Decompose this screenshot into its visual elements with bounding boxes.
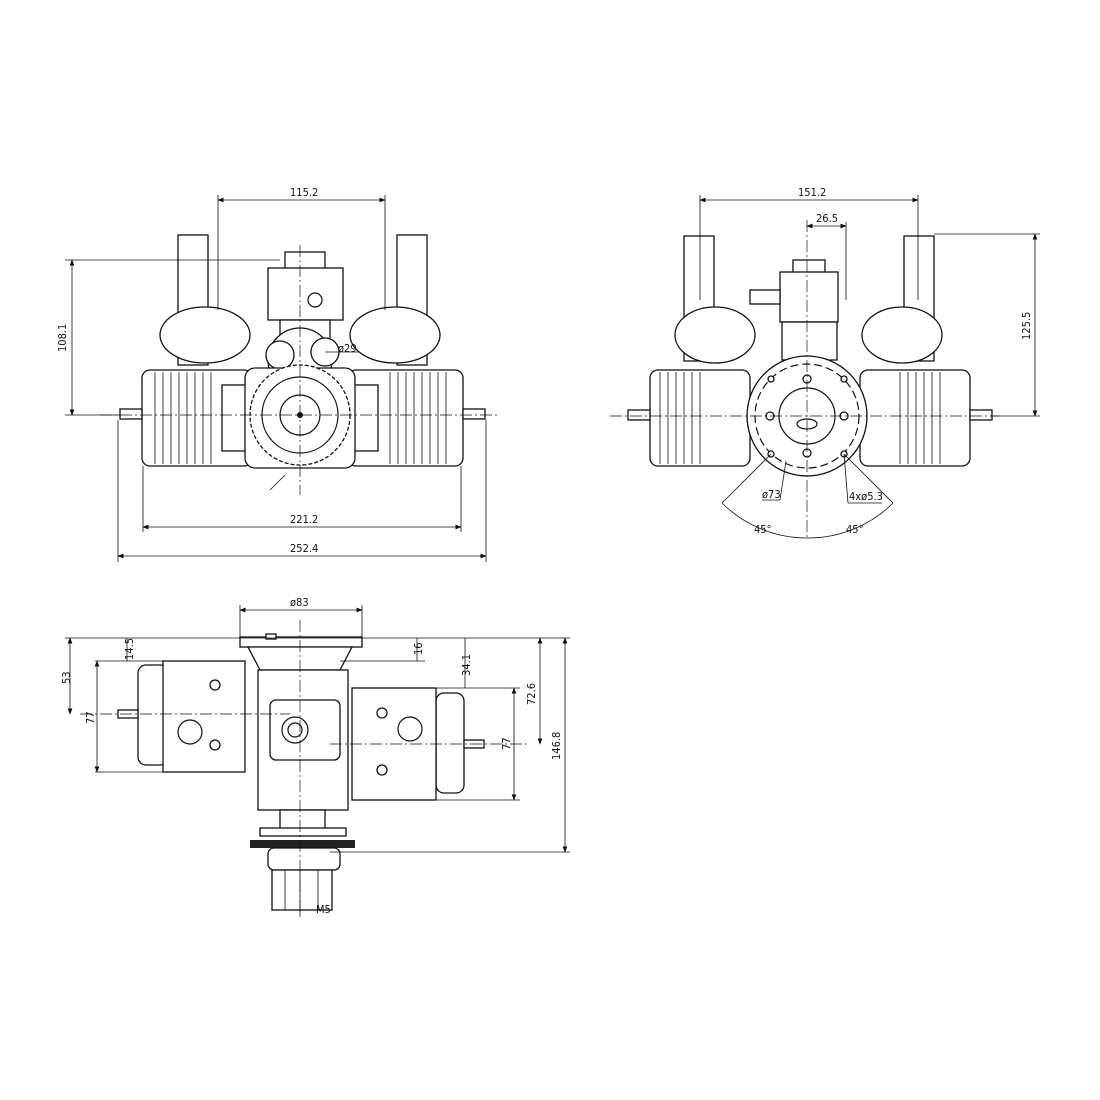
dim-label: 53 <box>60 671 73 684</box>
dim-exhaust-spacing-rear: 151.2 <box>699 186 919 300</box>
dim-gear-dia: ø29 <box>325 342 360 355</box>
dim-offset-b: 53 <box>60 637 73 715</box>
dim-carb-offset: 26.5 <box>806 212 847 300</box>
gear-train <box>244 327 356 469</box>
dim-overall-depth: 146.8 <box>330 637 570 853</box>
cylinder-right <box>347 369 486 467</box>
dim-label: 45° <box>754 523 772 536</box>
dim-label: 26.5 <box>816 212 838 225</box>
dim-label: 108.1 <box>56 324 69 352</box>
cylinder-right <box>859 369 993 467</box>
cylinder-left <box>119 369 253 467</box>
dim-label: 72.6 <box>525 683 538 705</box>
dim-label: 16 <box>412 642 425 655</box>
dim-offset-c: 16 <box>340 638 425 662</box>
carburettor <box>269 699 341 761</box>
carburettor <box>749 259 839 361</box>
dim-cyl-left: 77 <box>84 660 163 773</box>
dim-label: 252.4 <box>290 542 318 555</box>
dim-label: 45° <box>846 523 864 536</box>
dim-bolt-holes: 4xø5.3 <box>843 453 883 504</box>
dim-label: 221.2 <box>290 513 318 526</box>
dim-label: 34.1 <box>460 654 473 676</box>
dim-label: 125.5 <box>1020 312 1033 340</box>
dim-cyl-right: 77 <box>436 687 520 801</box>
dim-label: 14.5 <box>123 638 136 660</box>
cylinder-left <box>117 660 246 773</box>
dim-offset-a: 14.5 <box>95 638 163 662</box>
front-view: 115.2 108.1 ø29 221.2 252.4 <box>56 186 500 562</box>
gear-drive <box>250 827 355 915</box>
dim-label: ø83 <box>290 596 309 609</box>
dim-angles: 45° 45° <box>721 453 894 539</box>
mounting-flange <box>239 633 363 671</box>
dim-label: 77 <box>500 737 513 750</box>
muffler-right <box>349 306 441 364</box>
dim-offset-e: 72.6 <box>525 637 543 745</box>
muffler-left <box>159 306 251 364</box>
dim-exhaust-spacing-front: 115.2 <box>217 186 386 310</box>
dim-offset-d: 34.1 <box>436 638 520 689</box>
cylinder-left <box>627 369 751 467</box>
dim-label: 4xø5.3 <box>849 490 883 503</box>
dim-label: 146.8 <box>550 732 563 760</box>
carburettor <box>267 251 344 341</box>
dim-height-rear: 125.5 <box>934 233 1040 417</box>
dim-label: 77 <box>84 711 97 724</box>
top-view: M5 ø83 14.5 53 77 16 34.1 72.6 77 <box>60 596 570 920</box>
dim-label-thread: M5 <box>316 903 331 916</box>
dim-label: ø73 <box>762 488 781 501</box>
dim-height-front: 108.1 <box>56 259 280 416</box>
dim-flange-dia: ø83 <box>239 596 363 637</box>
dim-label: 151.2 <box>798 186 826 199</box>
dim-bolt-circle: ø73 <box>762 460 787 501</box>
rear-view: 151.2 26.5 125.5 ø73 4xø5.3 45° 45° <box>610 186 1040 540</box>
dim-cyl-width: 221.2 <box>142 466 462 532</box>
dim-label: ø29 <box>338 342 357 355</box>
dim-overall-width: 252.4 <box>117 420 487 562</box>
dim-label: 115.2 <box>290 186 318 199</box>
